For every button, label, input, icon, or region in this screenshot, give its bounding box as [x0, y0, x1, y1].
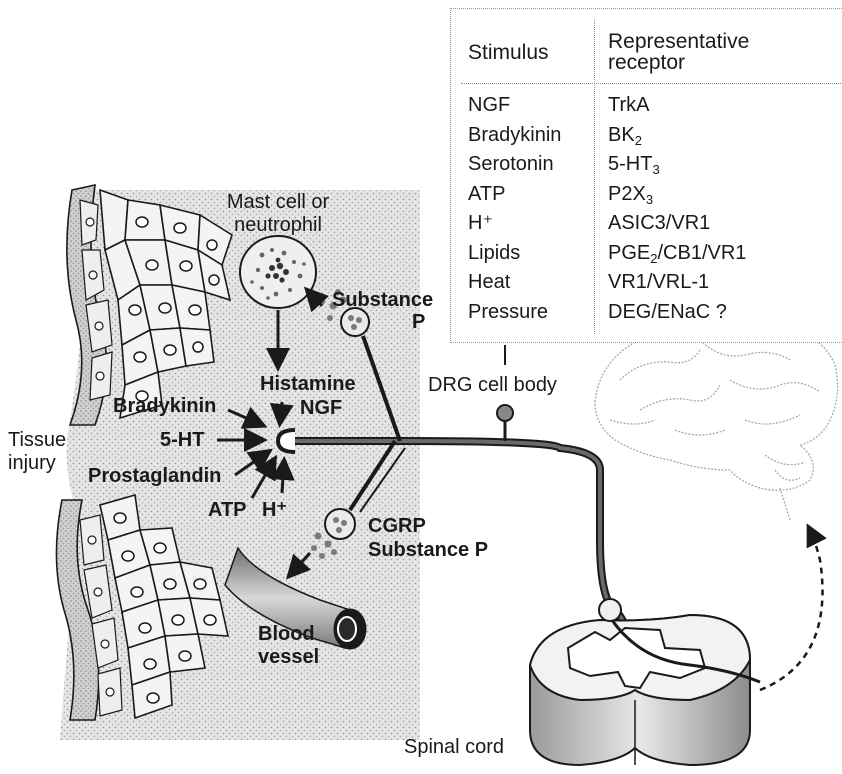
table-stimulus-cell: H⁺: [468, 211, 493, 235]
receptor-name: DEG/ENaC ?: [608, 301, 727, 323]
spinal-cord-label: Spinal cord: [404, 736, 504, 758]
receptor-subscript: 2: [635, 133, 642, 148]
table-receptor-cell: TrkA: [608, 93, 649, 117]
atp-label: ATP: [208, 499, 247, 521]
drg-cell-body-label: DRG cell body: [428, 374, 557, 396]
blood-vessel-label-line2: vessel: [258, 646, 319, 668]
h-plus-label: H⁺: [262, 499, 287, 521]
blood-vessel-label-line1: Blood: [258, 623, 315, 645]
stimulus-receptor-table: Stimulus Representative receptor NGF TrkA…: [450, 8, 842, 343]
receptor-name: BK: [608, 124, 635, 146]
table-stimulus-cell: ATP: [468, 182, 505, 206]
bradykinin-label: Bradykinin: [113, 395, 216, 417]
table-stimulus-cell: Heat: [468, 270, 510, 294]
substance-p-bottom-label: Substance P: [368, 539, 488, 561]
table-receptor-cell: DEG/ENaC ?: [608, 300, 727, 324]
receptor-suffix: /CB1/VR1: [657, 242, 746, 264]
histamine-label: Histamine: [260, 373, 356, 395]
receptor-name: PGE: [608, 242, 650, 264]
table-receptor-cell: ASIC3/VR1: [608, 211, 710, 235]
receptor-name: ASIC3/VR1: [608, 212, 710, 234]
tissue-injury-label-line1: Tissue: [8, 429, 66, 451]
table-stimulus-cell: Bradykinin: [468, 123, 561, 147]
table-stimulus-cell: Serotonin: [468, 152, 554, 176]
table-stimulus-cell: Lipids: [468, 241, 520, 265]
ngf-label: NGF: [300, 397, 342, 419]
nociceptor-terminal: [278, 430, 295, 452]
spinal-cord: [530, 599, 760, 765]
receptor-name: 5-HT: [608, 153, 652, 175]
prostaglandin-label: Prostaglandin: [88, 465, 221, 487]
table-receptor-cell: BK2: [608, 123, 642, 153]
mast-cell: [240, 236, 316, 308]
tissue-injury-label-line2: injury: [8, 452, 56, 474]
receptor-name: VR1/VRL-1: [608, 271, 709, 293]
mast-cell-label-line2: neutrophil: [234, 214, 322, 236]
cgrp-label: CGRP: [368, 515, 426, 537]
receptor-subscript: 3: [652, 162, 659, 177]
substance-p-top-label-line2: P: [412, 311, 425, 333]
five-ht-label: 5-HT: [160, 429, 204, 451]
table-receptor-cell: PGE2/CB1/VR1: [608, 241, 746, 271]
table-header-stimulus: Stimulus: [468, 42, 549, 64]
table-stimulus-cell: NGF: [468, 93, 510, 117]
receptor-name: TrkA: [608, 94, 649, 116]
table-header-rule: [461, 83, 841, 84]
table-stimulus-cell: Pressure: [468, 300, 548, 324]
ascending-signal-arrow: [760, 530, 823, 690]
table-header-receptor-line2: receptor: [608, 52, 685, 74]
table-receptor-cell: P2X3: [608, 182, 653, 212]
substance-p-top-label-line1: Substance: [332, 289, 433, 311]
table-header-receptor-line1: Representative: [608, 31, 749, 53]
receptor-subscript: 3: [646, 192, 653, 207]
brain-outline: [595, 321, 838, 520]
receptor-name: P2X: [608, 183, 646, 205]
table-receptor-cell: 5-HT3: [608, 152, 660, 182]
table-receptor-cell: VR1/VRL-1: [608, 270, 709, 294]
mast-cell-label-line1: Mast cell or: [227, 191, 330, 213]
table-column-divider: [594, 19, 595, 334]
